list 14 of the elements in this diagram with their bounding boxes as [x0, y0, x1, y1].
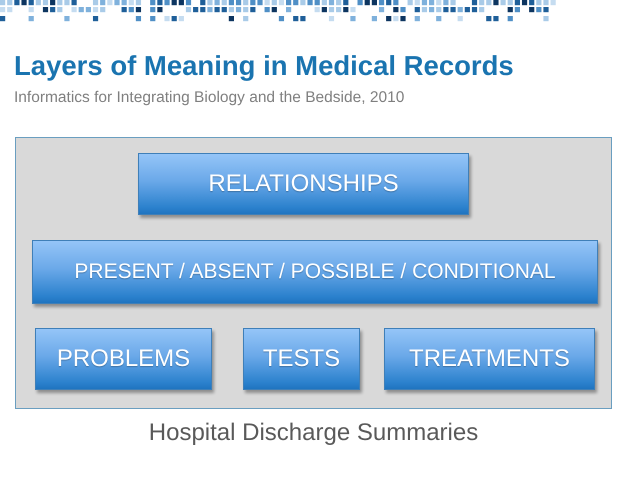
panel — [15, 137, 612, 409]
layer-box — [243, 328, 360, 390]
subtitle: Informatics for Integrating Biology and the Bedside, 2010 — [14, 89, 404, 107]
box-label: TESTS — [262, 346, 340, 372]
slide-title: Layers of Meaning in Medical Records — [14, 51, 514, 82]
box-label: TREATMENTS — [409, 346, 570, 372]
layer-box — [35, 328, 212, 390]
box-label: PRESENT / ABSENT / POSSIBLE / CONDITIONAL — [74, 260, 556, 284]
layer-box — [32, 240, 598, 304]
layer-box — [384, 328, 595, 390]
box-label: RELATIONSHIPS — [208, 170, 399, 198]
panel-caption: Hospital Discharge Summaries — [148, 419, 480, 447]
box-label: PROBLEMS — [56, 346, 190, 372]
layer-box — [138, 153, 469, 215]
